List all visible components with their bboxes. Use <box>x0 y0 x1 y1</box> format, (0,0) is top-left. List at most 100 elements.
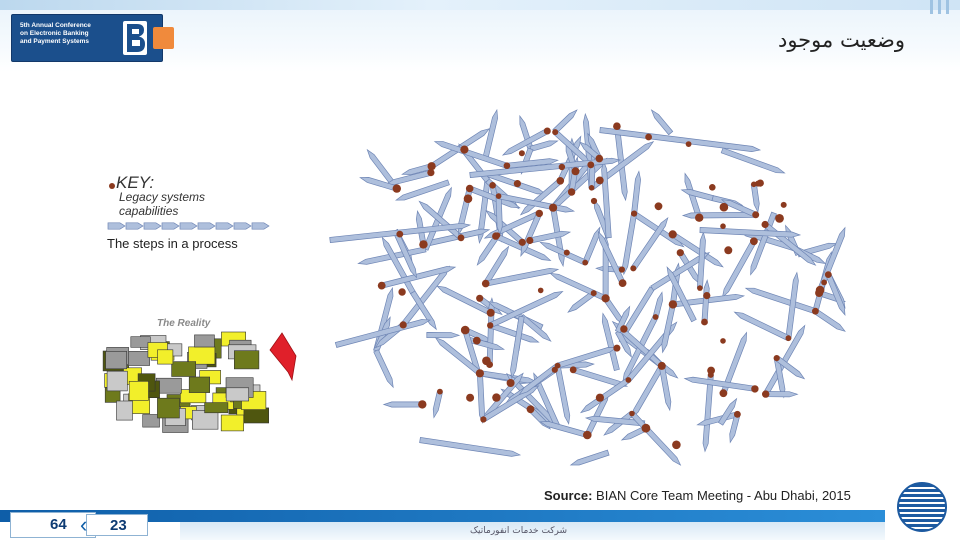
network-arrow <box>395 179 450 201</box>
network-node <box>720 223 726 229</box>
reality-cube <box>105 351 127 370</box>
network-node <box>437 388 443 395</box>
network-node <box>676 249 684 257</box>
network-node <box>756 179 764 187</box>
network-arrow <box>699 227 802 238</box>
conference-logo: 5th Annual Conference on Electronic Bank… <box>11 14 163 62</box>
network-arrow <box>631 170 641 215</box>
network-node <box>613 122 621 130</box>
network-node <box>552 129 559 136</box>
network-node <box>652 314 659 320</box>
network-arrow <box>701 279 710 323</box>
reality-cube <box>171 361 197 377</box>
logo-b-mark-icon <box>123 21 147 55</box>
network-arrow <box>744 287 817 315</box>
reality-cube <box>204 402 229 414</box>
reality-cube <box>157 397 180 419</box>
network-node <box>824 271 832 278</box>
network-node <box>556 177 565 185</box>
reality-label: The Reality <box>157 318 211 329</box>
network-node <box>641 423 651 433</box>
network-arrow <box>486 297 495 366</box>
network-node <box>724 246 733 255</box>
network-node <box>481 279 490 288</box>
network-node <box>583 430 592 440</box>
network-arrow <box>680 189 714 202</box>
network-node <box>558 163 566 171</box>
network-arrow <box>717 397 738 426</box>
network-arrow <box>614 305 631 334</box>
network-node <box>537 287 544 294</box>
network-node <box>399 321 407 329</box>
network-node <box>707 366 715 375</box>
network-node <box>595 176 604 185</box>
network-node <box>495 193 502 199</box>
network-node <box>734 410 741 418</box>
legend-arrow <box>251 222 270 230</box>
network-arrow <box>813 308 846 332</box>
network-node <box>752 211 760 219</box>
network-arrow <box>702 374 714 453</box>
network-node <box>595 154 604 163</box>
reality-cube <box>194 334 215 348</box>
network-node <box>590 197 598 205</box>
chevron-left-icon: ‹ <box>80 512 88 537</box>
network-node <box>613 344 621 352</box>
header-deco <box>946 0 949 14</box>
network-arrow <box>528 230 572 244</box>
network-node <box>549 203 558 212</box>
reality-cube <box>128 380 149 401</box>
network-node <box>494 232 501 238</box>
legend-node-dot <box>109 183 115 189</box>
network-node <box>695 213 704 222</box>
legend-arrow <box>233 222 252 230</box>
network-node <box>396 230 404 238</box>
network-node <box>569 366 577 374</box>
network-arrow <box>519 314 552 342</box>
network-arrow <box>683 376 756 392</box>
source-citation: Source: BIAN Core Team Meeting - Abu Dha… <box>544 488 851 503</box>
network-node <box>463 194 473 203</box>
legend-arrow <box>107 222 126 230</box>
reality-cube <box>225 387 249 402</box>
network-node <box>475 369 484 378</box>
network-arrow <box>666 266 697 323</box>
slide-title: وضعیت موجود <box>777 28 905 52</box>
network-node <box>685 141 692 148</box>
network-node <box>821 279 827 286</box>
reality-cube <box>157 349 174 365</box>
network-node <box>668 230 677 239</box>
network-node <box>543 127 551 135</box>
red-pointer-arrow-icon <box>269 332 297 382</box>
network-node <box>457 234 465 242</box>
network-node <box>590 290 597 297</box>
header-accent-line <box>0 0 960 10</box>
network-node <box>630 265 637 272</box>
network-node <box>773 355 780 362</box>
network-arrow <box>650 252 711 291</box>
network-node <box>719 202 729 212</box>
network-node <box>751 181 757 188</box>
network-node <box>472 336 481 345</box>
network-node <box>392 184 401 193</box>
network-arrow <box>510 315 525 380</box>
network-node <box>571 167 580 176</box>
footer-bar <box>0 510 885 522</box>
network-arrow <box>750 183 760 214</box>
network-arrow <box>599 127 762 152</box>
reality-cube <box>192 410 219 430</box>
network-node <box>513 180 522 188</box>
network-arrow <box>652 291 663 319</box>
legend-steps-label: The steps in a process <box>107 236 238 251</box>
network-node <box>489 182 496 189</box>
network-arrow <box>569 449 610 466</box>
network-node <box>703 292 711 300</box>
network-node <box>563 249 570 256</box>
logo-line: 5th Annual Conference <box>20 22 91 29</box>
network-node <box>476 294 484 302</box>
logo-orange-block <box>153 27 174 49</box>
network-node <box>427 162 436 171</box>
network-node <box>460 325 470 335</box>
network-node <box>720 338 726 344</box>
